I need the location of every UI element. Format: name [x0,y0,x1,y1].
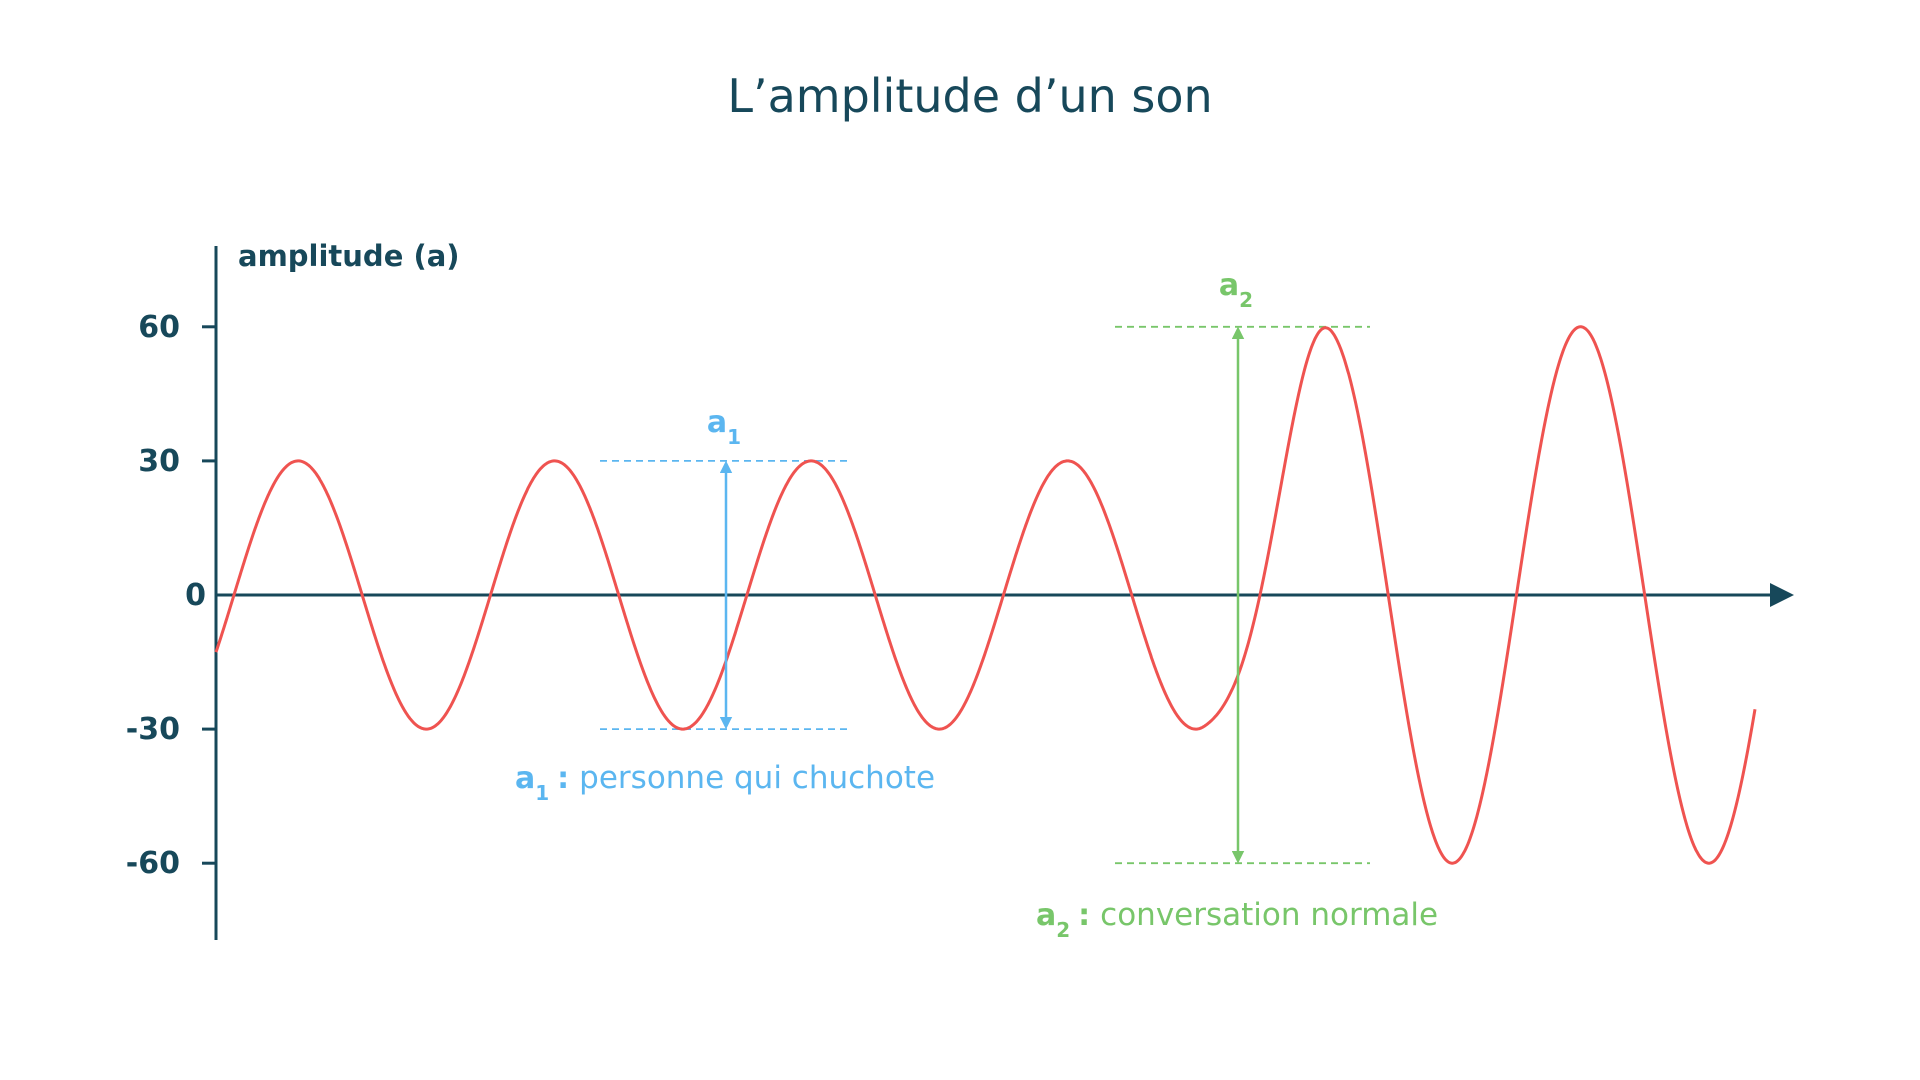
y-tick-label: 30 [138,444,180,479]
x-axis-arrowhead [1770,583,1794,607]
wave-line [214,325,1757,865]
amplitude-labels: a1 a1:personne qui chuchote a2 a2:conversat… [515,268,1438,942]
amplitude-legend: a2:conversation normale [1036,897,1438,942]
y-tick-label: -30 [126,712,180,747]
chart-title: L’amplitude d’un son [727,69,1212,123]
y-tick-label: -60 [126,846,180,881]
amplitude-arrows [719,326,1245,864]
y-tick-label: 60 [138,310,180,345]
amplitude-legend: a1:personne qui chuchote [515,760,935,805]
amplitude-letter: a1 [707,405,741,449]
y-axis-label: amplitude (a) [238,239,460,273]
amplitude-letter: a2 [1219,268,1253,312]
y-tick-label: 0 [185,578,206,613]
y-ticks: 60 30 0 -30 -60 [126,310,216,881]
sound-wave [214,325,1757,865]
